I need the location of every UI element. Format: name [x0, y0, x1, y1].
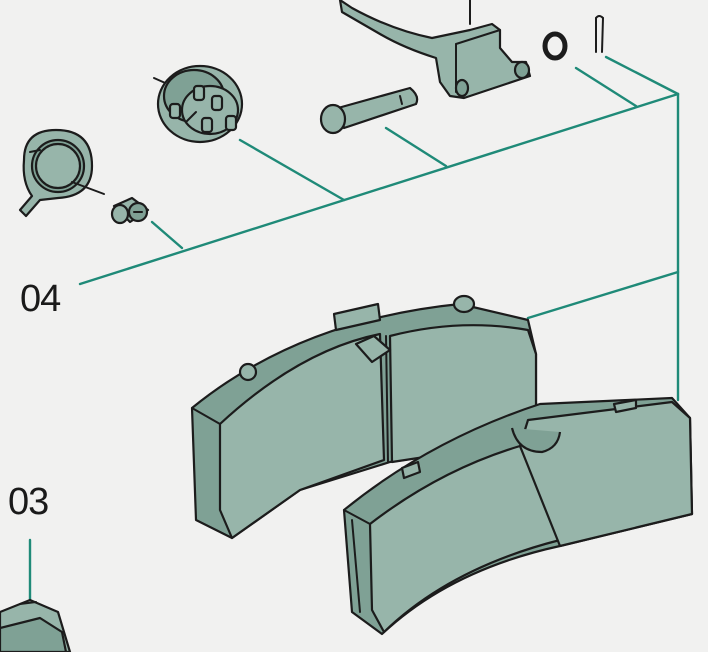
leader-lines-04 — [78, 55, 680, 402]
sensor-cap — [153, 64, 244, 144]
screw — [110, 196, 150, 225]
hex-nut-part — [0, 598, 72, 652]
brake-pad-rear — [190, 294, 538, 540]
callout-label-04: 04 — [20, 278, 61, 320]
wear-indicator-bracket — [338, 0, 532, 100]
washer — [542, 31, 568, 61]
callout-label-03: 03 — [8, 481, 49, 523]
retaining-pin — [319, 86, 419, 135]
cotter-pin — [595, 15, 604, 53]
sensor-housing — [18, 128, 105, 218]
brake-pad-front — [342, 396, 694, 636]
